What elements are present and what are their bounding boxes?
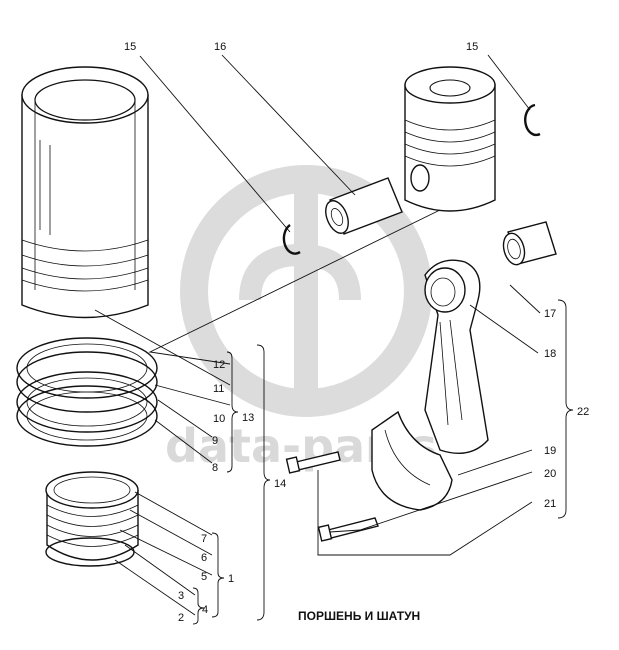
piston-pin	[325, 177, 403, 235]
label-12: 12	[213, 359, 225, 371]
label-14: 14	[274, 478, 286, 490]
rod-cap	[371, 410, 453, 511]
label-15-left: 15	[124, 41, 136, 53]
label-21: 21	[544, 498, 556, 510]
label-18: 18	[544, 348, 556, 360]
watermark-logo-curve	[239, 243, 361, 301]
label-19: 19	[544, 445, 556, 457]
watermark-logo-ring	[180, 165, 432, 417]
compression-rings	[16, 337, 158, 447]
watermark: data-parts	[165, 165, 437, 473]
oil-ring-set	[45, 471, 139, 567]
label-10: 10	[213, 413, 225, 425]
label-1: 1	[228, 573, 234, 585]
label-7: 7	[201, 533, 207, 545]
label-6: 6	[201, 552, 207, 564]
label-5: 5	[201, 571, 207, 583]
cylinder-liner	[21, 66, 149, 319]
diagram-title: ПОРШЕНЬ И ШАТУН	[298, 609, 420, 623]
label-15-right: 15	[466, 41, 478, 53]
piston	[404, 66, 496, 212]
label-22: 22	[577, 406, 589, 418]
label-9: 9	[212, 435, 218, 447]
label-11: 11	[213, 383, 224, 395]
label-16: 16	[214, 41, 226, 53]
label-2: 2	[178, 612, 184, 624]
label-4: 4	[202, 604, 208, 616]
label-17: 17	[544, 308, 556, 320]
circlip-right	[524, 103, 541, 137]
small-end-bushing	[502, 221, 557, 266]
label-3: 3	[178, 590, 184, 602]
label-20: 20	[544, 468, 556, 480]
rod-bolts	[285, 451, 379, 542]
label-13: 13	[242, 412, 254, 424]
leader-lines	[94, 54, 541, 616]
watermark-logo-bar	[294, 185, 318, 400]
braces	[192, 299, 574, 625]
connecting-rod	[424, 259, 489, 454]
callout-labels: 15 16 15 17 18 12 11 10 13 9 8 14 22 19 …	[124, 41, 589, 624]
label-8: 8	[212, 462, 218, 474]
